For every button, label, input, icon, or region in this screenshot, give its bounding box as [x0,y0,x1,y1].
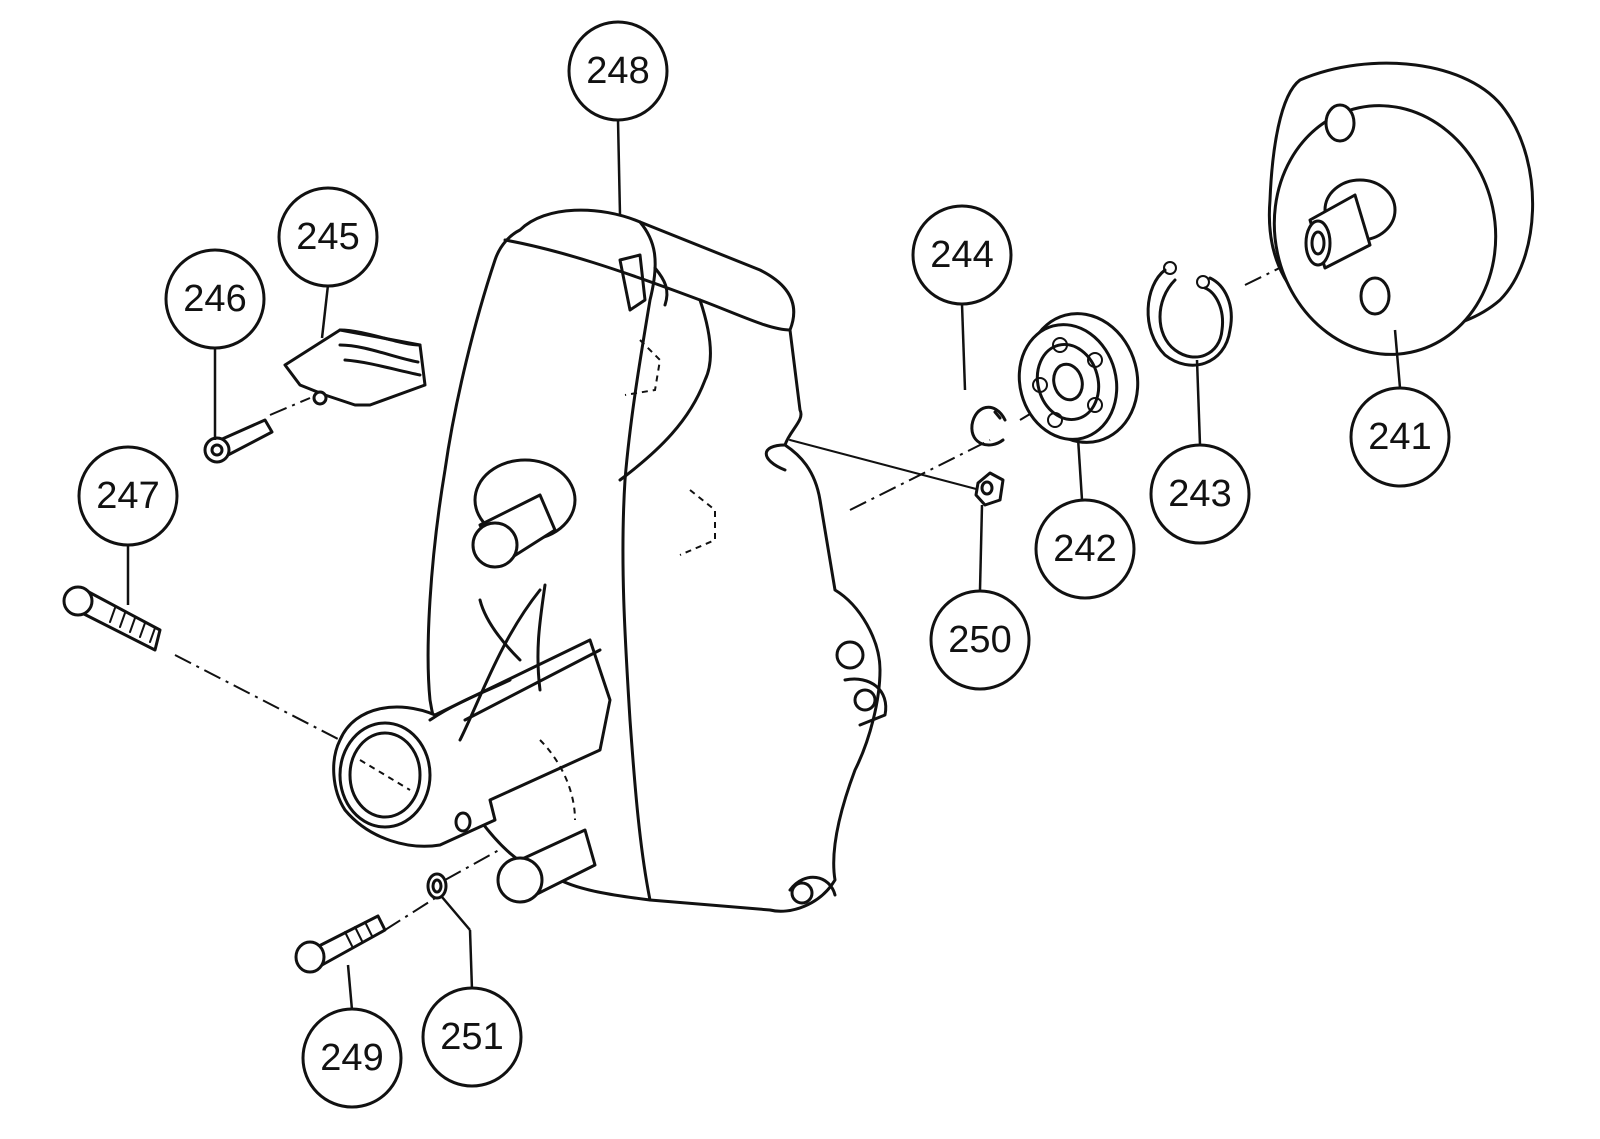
washer-251 [426,872,448,900]
callout-label-243: 243 [1168,473,1231,515]
circlip-243 [1146,261,1233,367]
callout-248: 248 [567,20,669,122]
callout-label-250: 250 [948,619,1011,661]
callout-label-247: 247 [96,475,159,517]
callout-label-245: 245 [296,216,359,258]
callout-246: 246 [164,248,266,350]
callout-243: 243 [1149,443,1251,545]
clip-245 [283,328,427,407]
callout-label-246: 246 [183,278,246,320]
clutch-drum-241 [1267,61,1535,356]
crankcase-cover-248 [332,208,888,913]
callout-label-241: 241 [1368,416,1431,458]
callout-241: 241 [1349,386,1451,488]
leader-lines [126,119,1402,1011]
callout-242: 242 [1034,498,1136,600]
bolt-247 [62,585,162,652]
nut-250 [974,471,1005,507]
bolt-249 [294,914,387,974]
callout-label-248: 248 [586,50,649,92]
callout-245: 245 [277,186,379,288]
callout-247: 247 [77,445,179,547]
circlip-244 [970,406,1007,447]
callout-label-244: 244 [930,234,993,276]
bearing-242 [1017,312,1140,444]
callout-label-251: 251 [440,1016,503,1058]
callout-251: 251 [421,986,523,1088]
screw-246 [203,418,274,464]
callout-249: 249 [301,1007,403,1109]
callout-label-249: 249 [320,1037,383,1079]
callout-label-242: 242 [1053,528,1116,570]
callout-250: 250 [929,589,1031,691]
callout-244: 244 [911,204,1013,306]
